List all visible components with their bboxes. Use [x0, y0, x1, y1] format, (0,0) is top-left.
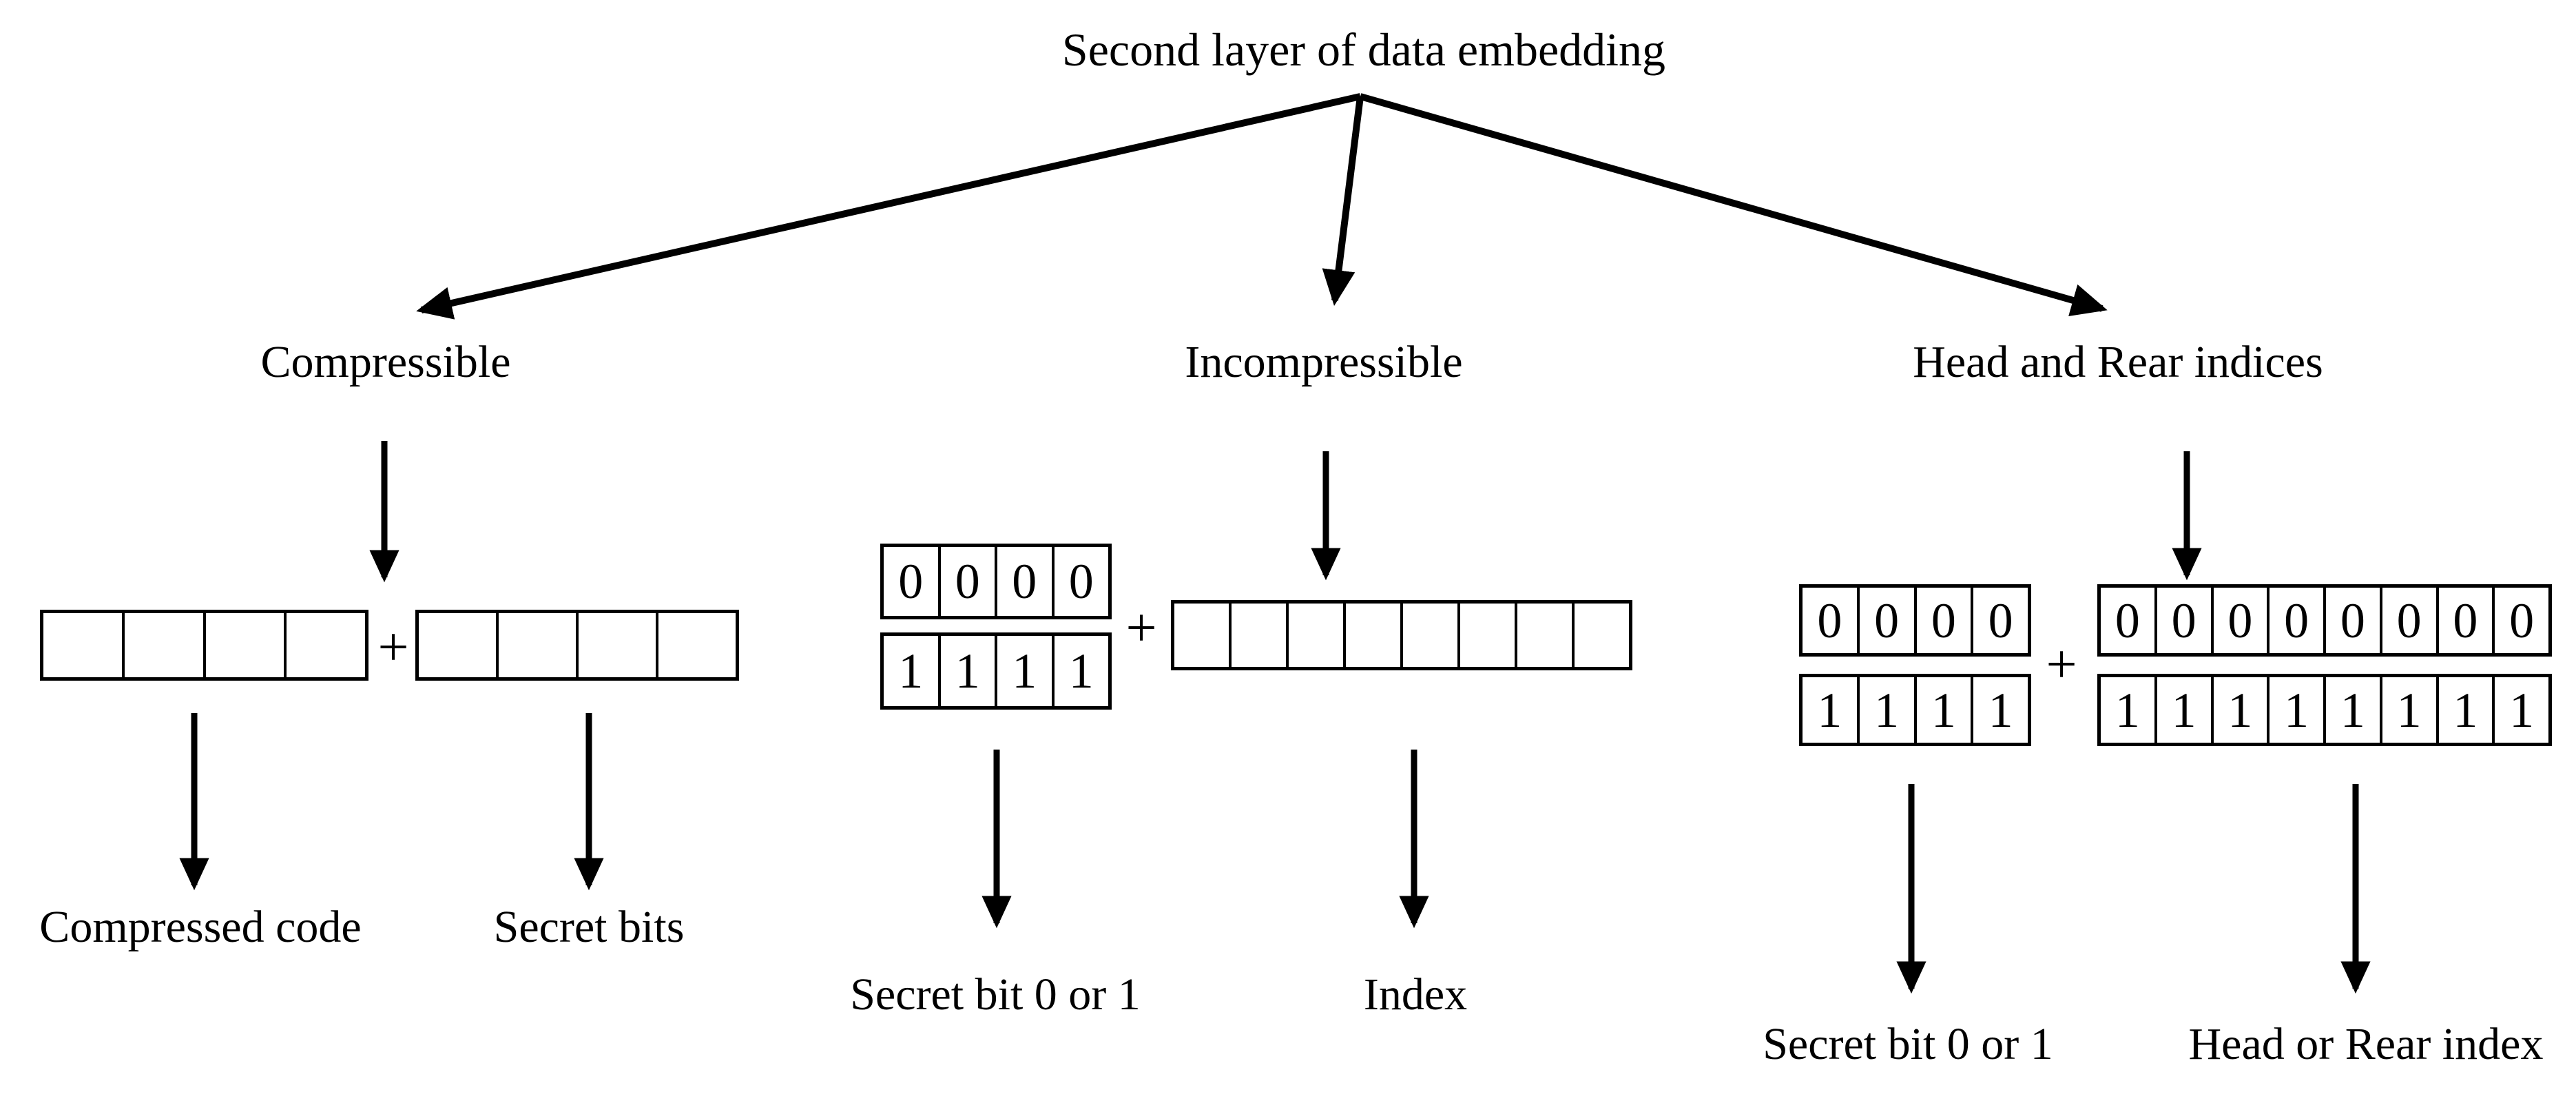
bit-cell — [206, 613, 287, 677]
bit-cell — [1289, 604, 1346, 667]
bit-cell: 1 — [2157, 677, 2214, 743]
bit-cell — [579, 613, 658, 677]
bit-cell: 0 — [941, 547, 997, 616]
bit-cell: 1 — [2509, 682, 2535, 738]
bit-cell: 0 — [2214, 588, 2270, 653]
bit-cell — [287, 613, 365, 677]
bit-cell: 1 — [1068, 643, 1094, 699]
bit-cell — [419, 613, 499, 677]
bit-cell: 1 — [2269, 677, 2326, 743]
bit-cell — [1575, 604, 1629, 667]
branch-line-head-rear — [1359, 93, 2108, 316]
output-label-head-rear-index: Head or Rear index — [2188, 1019, 2544, 1069]
compressible-empty-box-a — [40, 610, 368, 681]
bit-cell: 1 — [997, 636, 1055, 706]
bit-cell: 1 — [1803, 677, 1860, 743]
bit-cell — [658, 613, 736, 677]
head-rear-one-box-8: 1 1 1 1 1 1 1 1 — [2097, 674, 2552, 746]
bit-cell — [1174, 604, 1232, 667]
output-label-compressed-code: Compressed code — [39, 902, 362, 952]
incompressible-one-box: 1 1 1 1 — [880, 632, 1112, 710]
bit-cell: 0 — [2382, 588, 2439, 653]
bit-cell — [1517, 604, 1575, 667]
bit-cell: 0 — [2101, 588, 2157, 653]
head-rear-one-box-4: 1 1 1 1 — [1799, 674, 2031, 746]
bit-cell — [43, 613, 125, 677]
bit-cell: 0 — [997, 547, 1055, 616]
bit-cell — [1346, 604, 1403, 667]
bit-cell: 0 — [2326, 588, 2382, 653]
bit-cell: 0 — [2439, 588, 2495, 653]
branch-label-incompressible: Incompressible — [1185, 337, 1463, 387]
bit-cell: 0 — [2157, 588, 2214, 653]
head-rear-zero-box-8: 0 0 0 0 0 0 0 0 — [2097, 584, 2552, 657]
incompressible-empty-box — [1171, 600, 1632, 670]
bit-cell: 1 — [941, 636, 997, 706]
bit-cell: 1 — [2214, 677, 2270, 743]
bit-cell: 1 — [1860, 677, 1917, 743]
output-label-secret-bit-right: Secret bit 0 or 1 — [1763, 1019, 2053, 1069]
bit-cell: 0 — [2269, 588, 2326, 653]
bit-cell — [1460, 604, 1517, 667]
bit-cell — [1232, 604, 1289, 667]
bit-cell: 1 — [2382, 677, 2439, 743]
branch-label-head-rear: Head and Rear indices — [1913, 337, 2323, 387]
bit-cell: 0 — [1803, 588, 1860, 653]
head-rear-zero-box-4: 0 0 0 0 — [1799, 584, 2031, 657]
bit-cell: 0 — [1068, 554, 1094, 609]
plus-sign: + — [377, 617, 409, 678]
bit-cell: 1 — [2439, 677, 2495, 743]
branch-line-compressible — [416, 93, 1362, 320]
bit-cell: 0 — [1917, 588, 1974, 653]
output-label-secret-bit-mid: Secret bit 0 or 1 — [850, 969, 1141, 1020]
incompressible-zero-box: 0 0 0 0 — [880, 544, 1112, 619]
bit-cell: 1 — [1988, 682, 2013, 738]
output-label-secret-bits: Secret bits — [493, 902, 685, 952]
diagram-title: Second layer of data embedding — [1061, 23, 1666, 76]
bit-cell: 1 — [2326, 677, 2382, 743]
bit-cell: 1 — [2101, 677, 2157, 743]
bit-cell: 0 — [1860, 588, 1917, 653]
compressible-empty-box-b — [415, 610, 739, 681]
bit-cell: 0 — [884, 547, 941, 616]
plus-sign: + — [1125, 598, 1157, 659]
branch-label-compressible: Compressible — [260, 337, 511, 387]
bit-cell: 0 — [1988, 592, 2013, 648]
bit-cell: 0 — [2509, 592, 2535, 648]
bit-cell — [125, 613, 206, 677]
branch-line-incompressible — [1322, 96, 1364, 306]
bit-cell — [1403, 604, 1460, 667]
bit-cell: 1 — [884, 636, 941, 706]
output-label-index: Index — [1363, 969, 1468, 1020]
bit-cell — [499, 613, 579, 677]
bit-cell: 1 — [1917, 677, 1974, 743]
plus-sign: + — [2046, 635, 2077, 695]
